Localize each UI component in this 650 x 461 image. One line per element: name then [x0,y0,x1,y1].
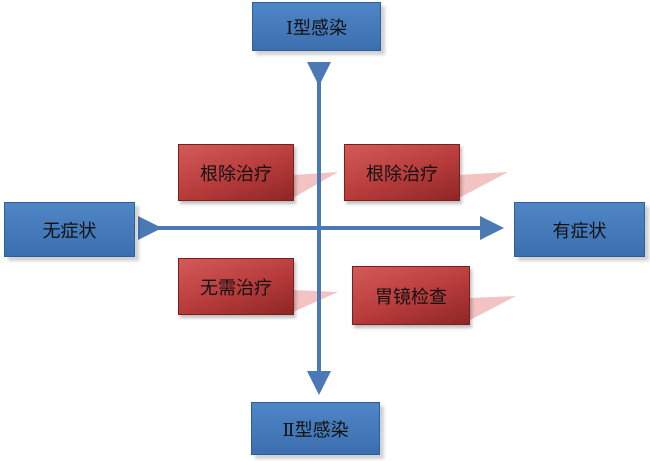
quadrant-upper-left-label: 根除治疗 [200,163,272,185]
tail-decoration [459,172,508,198]
quadrant-upper-left-box: 根除治疗 [178,144,294,201]
quadrant-upper-right-label: 根除治疗 [366,163,438,185]
quadrant-lower-right-label: 胃镜检查 [375,286,447,308]
bottom-label-box: Ⅱ型感染 [251,402,380,455]
quadrant-lower-left-box: 无需治疗 [178,258,294,315]
quadrant-lower-left-label: 无需治疗 [200,277,272,299]
left-label: 无症状 [42,220,97,242]
tail-decoration [470,296,516,320]
bottom-label: Ⅱ型感染 [282,419,349,441]
left-label-box: 无症状 [4,202,135,257]
right-label: 有症状 [552,220,607,242]
top-label: Ⅰ型感染 [285,17,348,39]
quadrant-lower-right-box: 胃镜检查 [352,266,470,325]
right-label-box: 有症状 [514,202,645,257]
tail-decoration [293,290,338,312]
top-label-box: Ⅰ型感染 [252,2,381,51]
quadrant-upper-right-box: 根除治疗 [344,144,460,201]
tail-decoration [293,172,338,198]
